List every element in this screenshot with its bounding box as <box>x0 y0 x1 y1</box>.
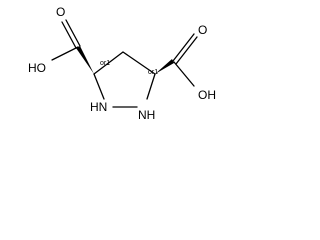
wedge-bond-right <box>155 59 174 74</box>
bond-c5-n1 <box>146 73 156 100</box>
atom-o-top-right: O <box>198 23 207 37</box>
atom-hydroxyl-right: OH <box>198 88 216 102</box>
stereo-label-left: or1 <box>100 60 110 67</box>
chemical-structure-diagram: O HO HN NH O OH or1 or1 <box>28 5 216 122</box>
stereo-label-right: or1 <box>148 69 158 76</box>
bond-left-carbonyl-b <box>65 19 81 47</box>
bond-right-carbonyl-a <box>172 33 195 62</box>
atom-nh-right: NH <box>138 108 155 122</box>
bond-n2-c3 <box>93 73 105 100</box>
bond-left-hydroxyl <box>51 46 79 61</box>
wedge-bond-left <box>76 46 94 74</box>
bond-c4-c5 <box>122 51 156 75</box>
bond-c3-c4 <box>93 51 124 75</box>
atom-nh-left: HN <box>90 100 107 114</box>
bond-right-hydroxyl <box>173 61 195 87</box>
atom-hydroxyl-left: HO <box>28 61 46 75</box>
bond-right-carbonyl-b <box>175 36 198 65</box>
bond-left-carbonyl-a <box>61 21 77 49</box>
atom-o-top-left: O <box>56 5 65 19</box>
